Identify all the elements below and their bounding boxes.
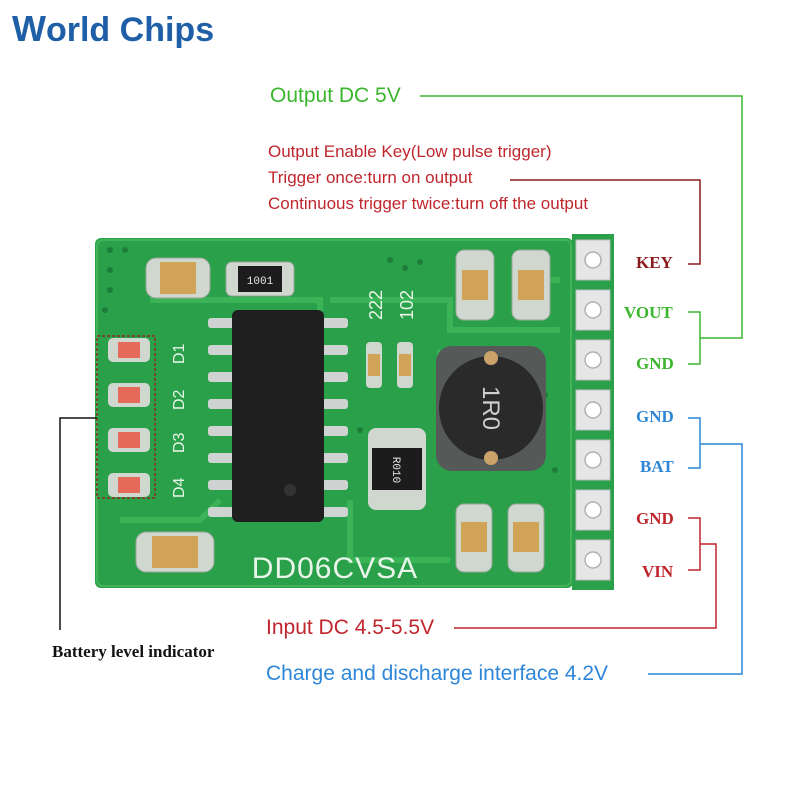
battery-indicator-label: Battery level indicator <box>52 642 215 661</box>
brand-logo: World Chips <box>12 8 214 50</box>
led-group <box>108 338 150 497</box>
logo-word: orld <box>45 11 111 49</box>
inductor-code: 1R0 <box>477 386 504 430</box>
key-description-line1: Output Enable Key(Low pulse trigger) <box>268 142 552 161</box>
input-dc-label: Input DC 4.5-5.5V <box>266 616 435 639</box>
pin-label-gnd-bat: GND <box>636 407 674 426</box>
led-label-d4: D4 <box>171 477 188 498</box>
cap-label-222: 222 <box>366 290 386 320</box>
pin-label-vout: VOUT <box>624 303 673 322</box>
pin-header <box>572 234 614 590</box>
key-description-line3: Continuous trigger twice:turn off the ou… <box>268 194 589 213</box>
led-label-d1: D1 <box>171 343 188 364</box>
ic-chip <box>208 310 348 522</box>
key-description-line2: Trigger once:turn on output <box>268 168 473 187</box>
pin-label-key: KEY <box>636 253 673 272</box>
green-connector <box>420 95 743 365</box>
battery-connector <box>59 417 97 630</box>
pin-label-gnd-in: GND <box>636 509 674 528</box>
output-dc-label: Output DC 5V <box>270 84 401 107</box>
pin-label-gnd-out: GND <box>636 354 674 373</box>
charge-interface-label: Charge and discharge interface 4.2V <box>266 662 609 685</box>
board-model: DD06CVSA <box>252 552 418 585</box>
logo-chips: Chips <box>119 11 215 49</box>
led-label-d3: D3 <box>171 432 188 453</box>
diode-code: R010 <box>389 457 401 483</box>
red-connector <box>454 517 717 629</box>
pin-label-bat: BAT <box>640 457 674 476</box>
led-label-d2: D2 <box>171 389 188 410</box>
key-connector <box>510 179 701 265</box>
resistor-code: 1001 <box>247 276 274 288</box>
cap-label-102: 102 <box>397 290 417 320</box>
pin-label-vin: VIN <box>642 562 674 581</box>
logo-letter: W <box>12 8 46 49</box>
blue-connector <box>648 417 743 675</box>
